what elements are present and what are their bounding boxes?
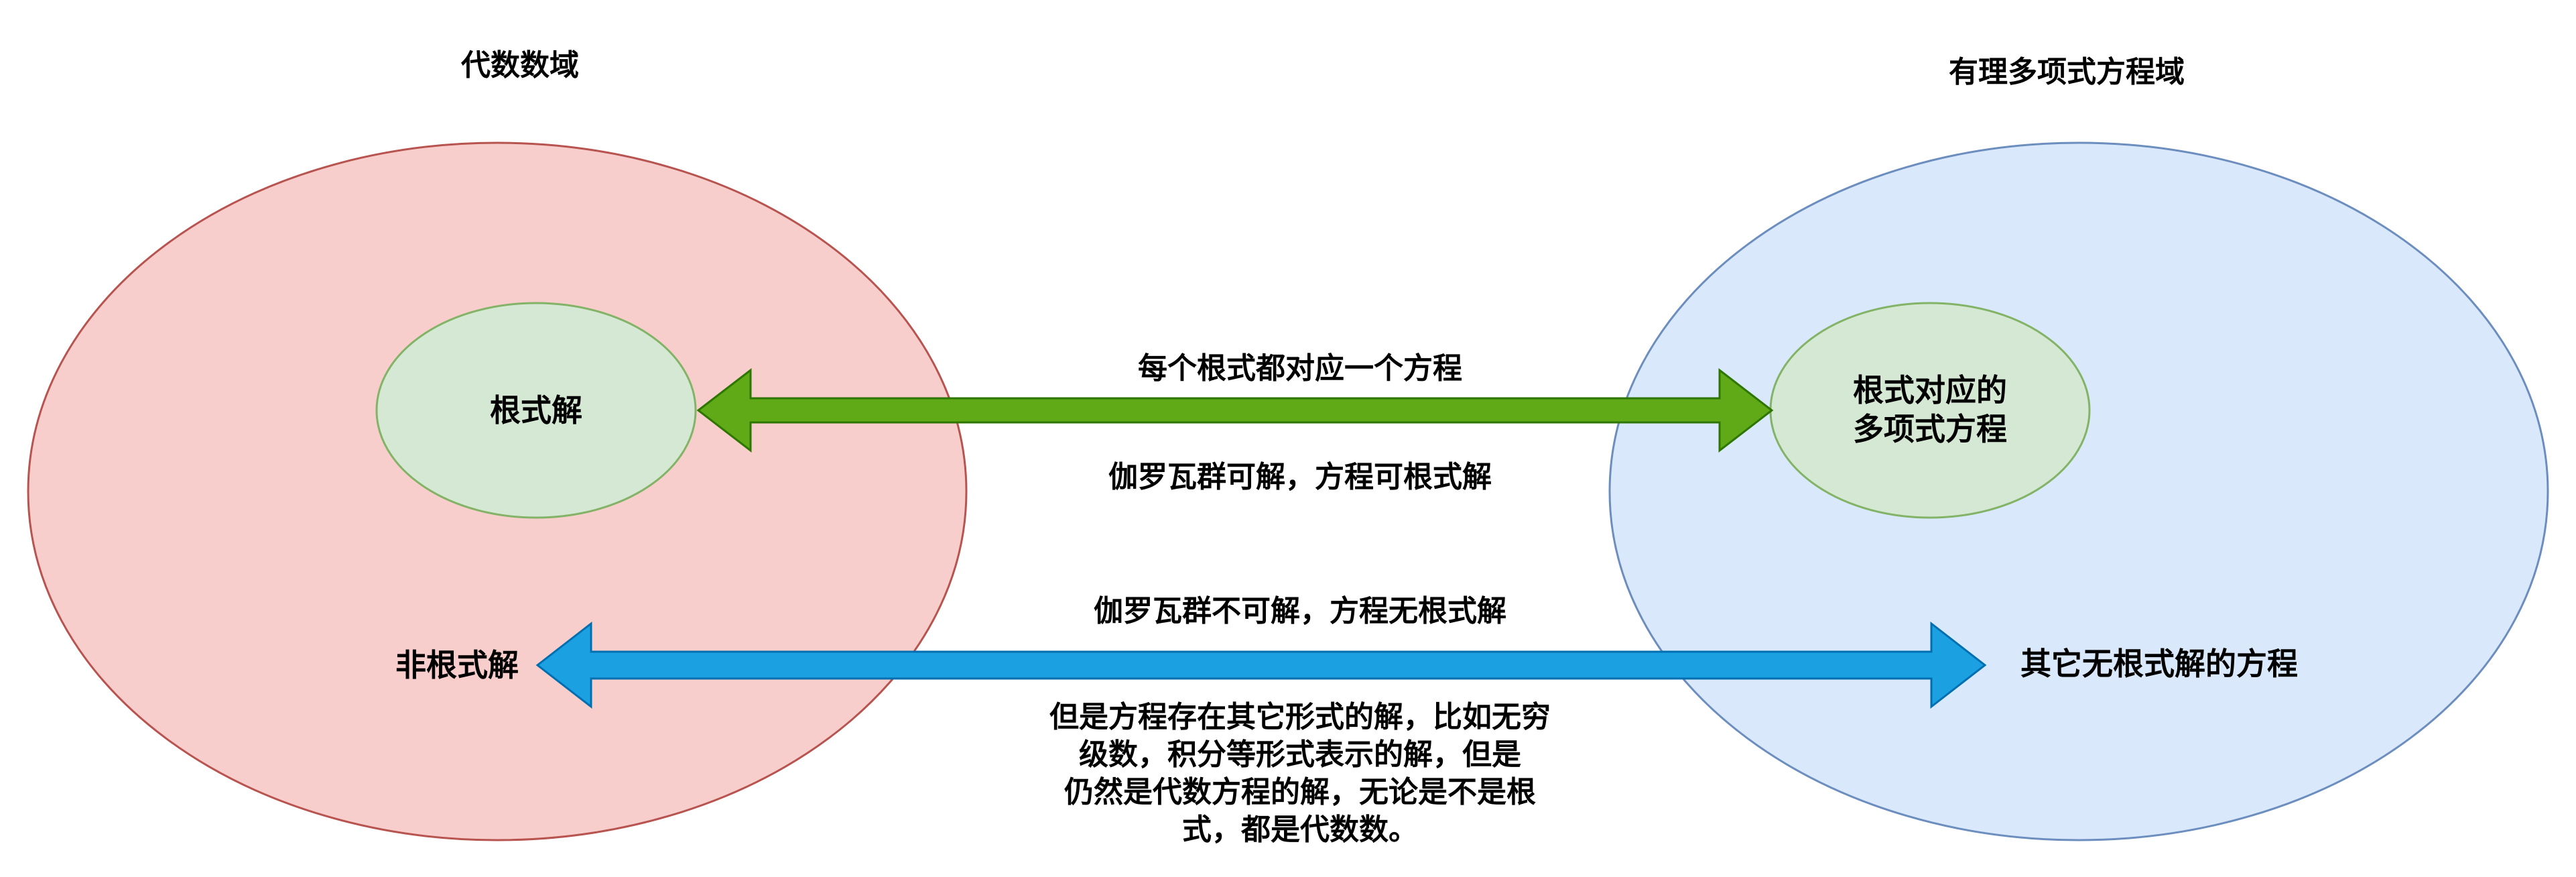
polynomial-equation-field-ellipse[interactable] bbox=[1608, 141, 2549, 841]
radical-solution-label: 根式解 bbox=[490, 392, 582, 428]
blue-arrow-label-below-line2: 级数，积分等形式表示的解，但是 bbox=[1079, 738, 1521, 772]
algebraic-domain-title: 代数数域 bbox=[460, 48, 579, 82]
radical-solution-node[interactable] bbox=[375, 302, 697, 519]
blue-arrow-label-below-line3: 仍然是代数方程的解，无论是不是根 bbox=[1064, 775, 1536, 809]
radical-polynomial-node[interactable] bbox=[1769, 302, 2091, 519]
blue-arrow-label-below-line4: 式，都是代数数。 bbox=[1182, 813, 1418, 847]
radical-polynomial-label-line2: 多项式方程 bbox=[1853, 411, 2007, 447]
non-radical-solution-label: 非根式解 bbox=[395, 647, 519, 683]
radical-polynomial-label-line1: 根式对应的 bbox=[1853, 372, 2007, 408]
blue-double-arrow[interactable] bbox=[535, 621, 1987, 709]
green-double-arrow[interactable] bbox=[696, 367, 1774, 453]
polynomial-domain-title: 有理多项式方程域 bbox=[1949, 55, 2185, 89]
other-equations-label: 其它无根式解的方程 bbox=[2020, 646, 2298, 682]
green-arrow-label-above: 每个根式都对应一个方程 bbox=[1138, 351, 1462, 386]
green-arrow-label-below: 伽罗瓦群可解，方程可根式解 bbox=[1108, 460, 1492, 494]
blue-arrow-label-above: 伽罗瓦群不可解，方程无根式解 bbox=[1094, 594, 1506, 628]
blue-arrow-label-below-line1: 但是方程存在其它形式的解，比如无穷 bbox=[1049, 700, 1551, 734]
